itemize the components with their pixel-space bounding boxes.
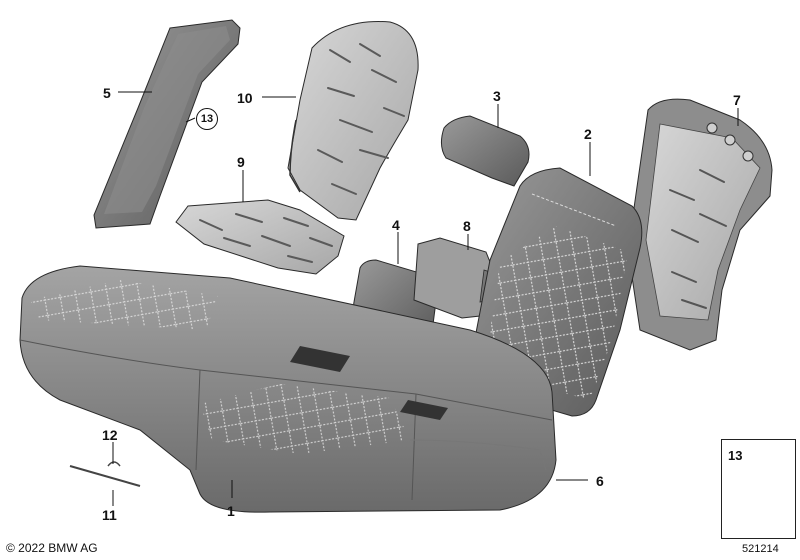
callout-1: 1: [227, 503, 235, 519]
part-10-backrest-foam: [287, 21, 419, 221]
callout-3: 3: [493, 88, 501, 104]
leader-lines: [112, 91, 739, 506]
callout-8: 8: [463, 218, 471, 234]
part-9-seat-foam: [175, 199, 345, 275]
inset-label: 13: [728, 448, 743, 463]
callout-10: 10: [237, 90, 253, 106]
callout-9: 9: [237, 154, 245, 170]
part-7-backrest-frame: [627, 98, 773, 351]
part-3-pad: [440, 115, 530, 187]
callout-13-circled: 13: [196, 108, 218, 130]
callout-5: 5: [103, 85, 111, 101]
callout-12: 12: [102, 427, 118, 443]
callout-7: 7: [733, 92, 741, 108]
callout-11: 11: [102, 507, 117, 523]
part-1-seat-bench: [19, 265, 557, 513]
callout-4: 4: [392, 217, 400, 233]
part-5-side-bolster: [93, 19, 241, 229]
inset-box: 13: [721, 439, 796, 539]
part-11-12-wire-clip: [69, 461, 141, 487]
diagram-number: 521214: [742, 543, 779, 555]
callout-6: 6: [596, 473, 604, 489]
callout-2: 2: [584, 126, 592, 142]
copyright-text: © 2022 BMW AG: [6, 541, 98, 555]
